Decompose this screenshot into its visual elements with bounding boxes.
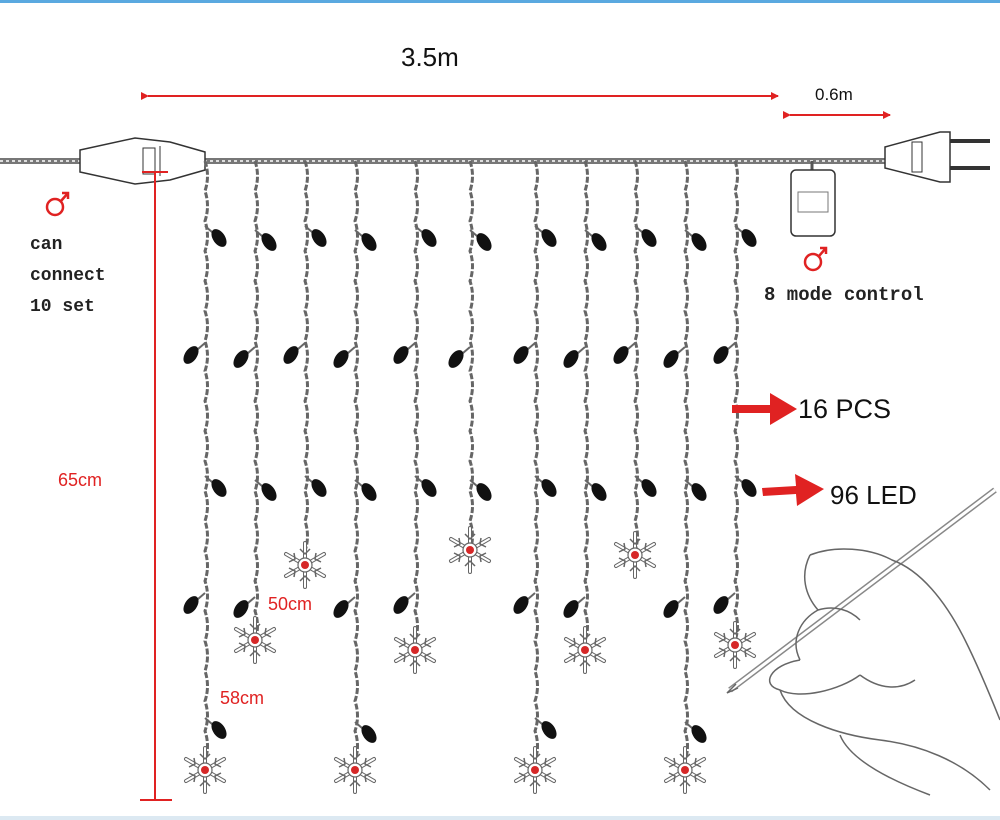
led-bulb [591, 233, 607, 251]
strands-count-label: 16 PCS [798, 394, 892, 424]
snowflake-icon [514, 746, 556, 794]
led-bulb [691, 725, 707, 743]
led-bulb [613, 346, 629, 364]
connect-note: can connect 10 set [30, 235, 106, 317]
strand-wire [353, 160, 359, 762]
strand-wire [633, 160, 639, 552]
led-bulb [311, 229, 327, 247]
led-bulb [663, 600, 679, 618]
plug-icon [884, 131, 990, 183]
led-bulb [261, 233, 277, 251]
strand-wire [533, 160, 539, 762]
snowflake-icon [234, 616, 276, 664]
hand-with-pen-icon [726, 487, 1000, 796]
drop-dimension-line [140, 171, 172, 801]
led-bulb [233, 600, 249, 618]
led-bulb [641, 229, 657, 247]
led-bulb [183, 346, 199, 364]
led-bulb [476, 483, 492, 501]
led-bulb [211, 229, 227, 247]
led-count-label: 96 LED [830, 480, 917, 510]
strand-wire [683, 160, 689, 762]
snowflake-icon [449, 526, 491, 574]
led-bulb [311, 479, 327, 497]
led-bulb [741, 229, 757, 247]
plug-icon [79, 137, 206, 185]
led-bulb [393, 346, 409, 364]
led-bulb [541, 229, 557, 247]
led-bulb [233, 350, 249, 368]
led-bulb [283, 346, 299, 364]
male-symbol-icon [803, 246, 828, 272]
led-bulb [261, 483, 277, 501]
led-bulb [361, 725, 377, 743]
led-bulb [663, 350, 679, 368]
snowflake-icon [184, 746, 226, 794]
bottom-border [0, 816, 1000, 820]
lead-length-label: 0.6m [815, 85, 853, 104]
led-bulb [361, 233, 377, 251]
width-label: 3.5m [401, 42, 459, 72]
controller-box-icon [790, 161, 836, 237]
strands-arrow-icon [732, 393, 797, 425]
strand-wire [733, 160, 739, 642]
drop-mid-label: 58cm [220, 688, 265, 708]
snowflake-icon [664, 746, 706, 794]
snowflake-icon [614, 531, 656, 579]
snowflake-icon [394, 626, 436, 674]
drop-total-label: 65cm [58, 470, 103, 490]
led-bulb [476, 233, 492, 251]
led-bulb [211, 479, 227, 497]
led-bulb [361, 483, 377, 501]
led-bulb [713, 346, 729, 364]
snowflake-icon [564, 626, 606, 674]
drop-short-label: 50cm [268, 594, 313, 614]
male-symbol-icon [45, 191, 70, 217]
led-bulb [541, 721, 557, 739]
led-bulb [333, 350, 349, 368]
led-bulb [691, 233, 707, 251]
snowflake-icon [284, 541, 326, 589]
strand-wire [253, 160, 259, 642]
leds-arrow-icon [762, 474, 824, 506]
snowflake-icon [714, 621, 756, 669]
led-bulb [421, 479, 437, 497]
led-bulb [741, 479, 757, 497]
led-bulb [591, 483, 607, 501]
led-bulb [541, 479, 557, 497]
led-bulb [421, 229, 437, 247]
led-bulb [211, 721, 227, 739]
snowflake-icon [334, 746, 376, 794]
strand-wire [583, 160, 589, 642]
icicle-strands [183, 160, 757, 794]
led-bulb [333, 600, 349, 618]
strand-wire [203, 160, 209, 762]
strand-wire [413, 160, 419, 642]
strand-wire [468, 160, 474, 552]
led-bulb [641, 479, 657, 497]
led-bulb [563, 350, 579, 368]
led-bulb [513, 346, 529, 364]
led-bulb [183, 596, 199, 614]
led-bulb [448, 350, 464, 368]
led-bulb [713, 596, 729, 614]
led-bulb [393, 596, 409, 614]
led-bulb [513, 596, 529, 614]
led-bulb [691, 483, 707, 501]
strand-wire [303, 160, 309, 552]
led-bulb [563, 600, 579, 618]
mode-control-label: 8 mode control [764, 284, 924, 306]
top-border [0, 0, 1000, 3]
